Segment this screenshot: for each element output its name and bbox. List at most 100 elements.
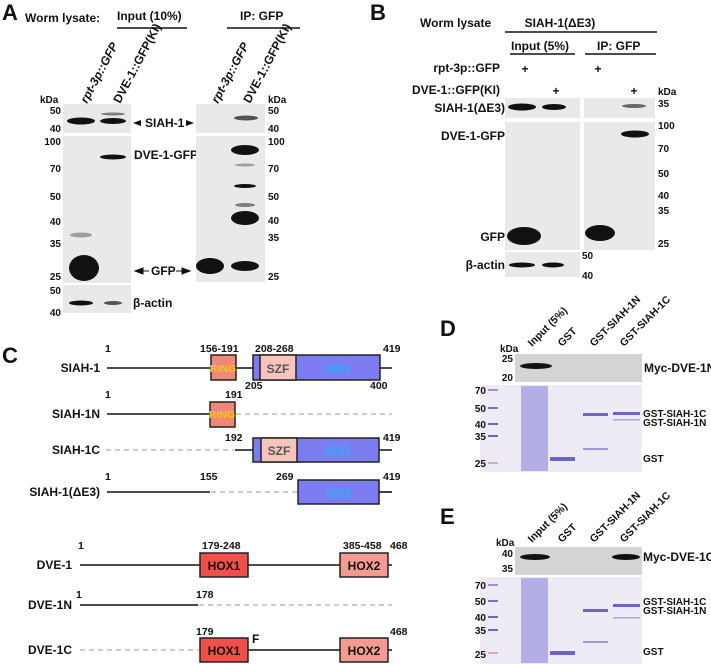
markers: 50 40 100 70 50 40 35 25 50 40 (44, 106, 61, 319)
marker: 35 (268, 233, 280, 244)
residue: 192 (225, 432, 243, 444)
band (550, 651, 575, 655)
marker: 40 (50, 308, 62, 319)
band (234, 184, 256, 188)
kda-label: kDa (500, 344, 519, 355)
marker: 40 (268, 216, 280, 227)
lane-label: DVE-1::GFP(KI) (110, 21, 164, 105)
sbd-label: SBD (325, 486, 351, 500)
residue: 419 (383, 343, 401, 355)
dve1-gfp-label: DVE-1-GFP (441, 129, 505, 143)
input-header: Input (10%) (117, 9, 182, 23)
band (612, 554, 640, 560)
marker: 25 (475, 459, 487, 470)
panel-e: E Input (5%) GST GST-SIAH-1N GST-SIAH-1C… (440, 489, 711, 664)
arrow-icon (133, 267, 192, 275)
band (231, 145, 259, 155)
band (520, 554, 550, 560)
marker: 50 (475, 404, 487, 415)
band (542, 262, 564, 268)
gel-label: GST (643, 647, 664, 658)
band (67, 117, 95, 125)
marker: 70 (50, 164, 62, 175)
band (550, 457, 575, 461)
marker: 50 (475, 597, 487, 608)
band (101, 112, 125, 116)
panel-b: B Worm lysate SIAH-1(ΔE3) Input (5%) IP:… (370, 0, 677, 282)
residue: 419 (383, 432, 401, 444)
blot-gfp-ip (196, 136, 265, 282)
markers: 50 40 100 70 50 40 35 25 (268, 106, 285, 283)
band (613, 617, 640, 619)
hox2-domain (339, 552, 389, 578)
panel-c: C SIAH-1 RING SZF SBD 1 156-191 208-268 … (2, 343, 408, 663)
residue: 155 (200, 471, 218, 483)
band (508, 103, 536, 111)
ring-label: RING (209, 409, 235, 421)
marker: 35 (658, 206, 670, 217)
marker: 50 (268, 192, 280, 203)
band (583, 641, 608, 643)
plus-marks: + + + + (521, 62, 637, 98)
input-lane (521, 578, 548, 663)
band (100, 118, 126, 124)
szf-domain (260, 437, 298, 463)
residue: 400 (370, 380, 388, 392)
band (231, 211, 259, 225)
marker: 40 (50, 217, 62, 228)
construct-name: DVE-1N (28, 598, 72, 612)
marker: 100 (44, 137, 61, 148)
marker: 100 (268, 137, 285, 148)
siah1-de3-label: SIAH-1(ΔE3) (434, 101, 505, 115)
input-lane (521, 386, 548, 471)
marker: 70 (268, 164, 280, 175)
marker: 50 (50, 192, 62, 203)
plus-mark: + (552, 84, 559, 98)
input-header: Input (5%) (511, 39, 569, 53)
ring-label: RING (210, 363, 236, 375)
lane-label: GST-SIAH-1N (588, 490, 644, 546)
marker: 50 (50, 106, 62, 117)
kda-label: kDa (40, 95, 59, 106)
construct-name: DVE-1 (37, 558, 73, 572)
marker: 40 (582, 271, 594, 282)
marker: 40 (658, 191, 670, 202)
markers: 70 50 40 35 25 (475, 581, 487, 661)
szf-domain (259, 354, 297, 381)
kda-label: kDa (496, 538, 515, 549)
residue: 1 (105, 471, 111, 483)
band (69, 300, 93, 306)
marker: 50 (658, 169, 670, 180)
dve1-gfp-label: DVE-1-GFP (134, 148, 198, 162)
construct-name: SIAH-1C (52, 443, 100, 457)
marker: 40 (268, 124, 280, 135)
band (613, 604, 640, 607)
construct-name: DVE-1C (28, 643, 72, 657)
f-label: F (252, 632, 259, 646)
construct-name: SIAH-1N (52, 407, 100, 421)
coomassie-gel (480, 577, 642, 664)
plus-mark: + (521, 62, 528, 76)
worm-lysate-label: Worm lysate: (25, 11, 100, 25)
blot-siah1-input (505, 98, 580, 118)
panel-letter: E (440, 504, 455, 529)
lane-label: GST-SIAH-1N (588, 294, 644, 350)
szf-label: SZF (267, 362, 290, 376)
construct-siah1-de3: SIAH-1(ΔE3) SBD 1 155 269 419 (29, 471, 401, 505)
band (509, 262, 535, 268)
ring-domain (210, 354, 237, 381)
actin-label: β-actin (133, 296, 172, 310)
residue: 1 (76, 589, 82, 601)
band (507, 227, 541, 245)
band (621, 130, 649, 138)
actin-label: β-actin (466, 258, 505, 272)
band (583, 413, 608, 416)
blot-actin-input (63, 285, 131, 313)
gel-label: GST-SIAH-1N (643, 606, 706, 617)
marker: 70 (475, 386, 487, 397)
construct-dve1c: DVE-1C HOX1 HOX2 179 F 468 (28, 626, 408, 663)
marker: 25 (658, 239, 670, 250)
construct-siah1c: SIAH-1C SZF SBD 192 419 (52, 432, 401, 463)
panel-letter: C (2, 343, 18, 368)
szf-label: SZF (268, 444, 291, 458)
